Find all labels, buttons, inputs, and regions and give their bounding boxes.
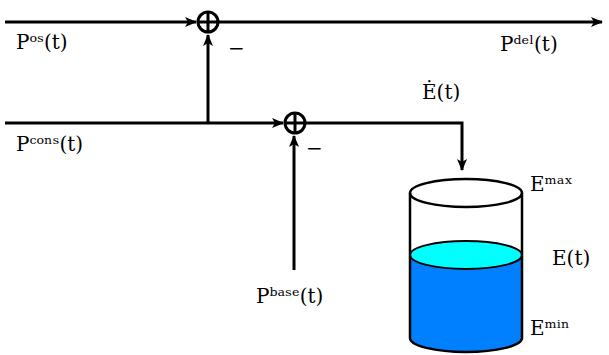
signal-line	[219, 21, 602, 24]
storage-tank	[410, 179, 522, 352]
signal-line	[5, 122, 283, 125]
summing-junction	[285, 113, 305, 133]
level-label: E(t)	[552, 246, 590, 270]
signal-label: Pᵈᵉˡ(t)	[500, 32, 558, 56]
sign-label: −	[306, 136, 323, 160]
signal-line	[207, 35, 210, 123]
sign-label: −	[228, 36, 245, 60]
signal-label: Pᶜᵒⁿˢ(t)	[16, 132, 83, 156]
signal-label: Pᵒˢ(t)	[16, 30, 68, 54]
signal-label: Pᵇᵃˢᵉ(t)	[256, 284, 323, 308]
signal-label: Ė(t)	[422, 80, 460, 104]
summing-junction	[198, 12, 218, 32]
level-label: Eᵐⁱⁿ	[530, 316, 570, 340]
level-label: Eᵐᵃˣ	[530, 172, 573, 196]
signal-line	[306, 123, 462, 170]
signal-line	[5, 21, 196, 24]
signal-line	[293, 136, 296, 270]
